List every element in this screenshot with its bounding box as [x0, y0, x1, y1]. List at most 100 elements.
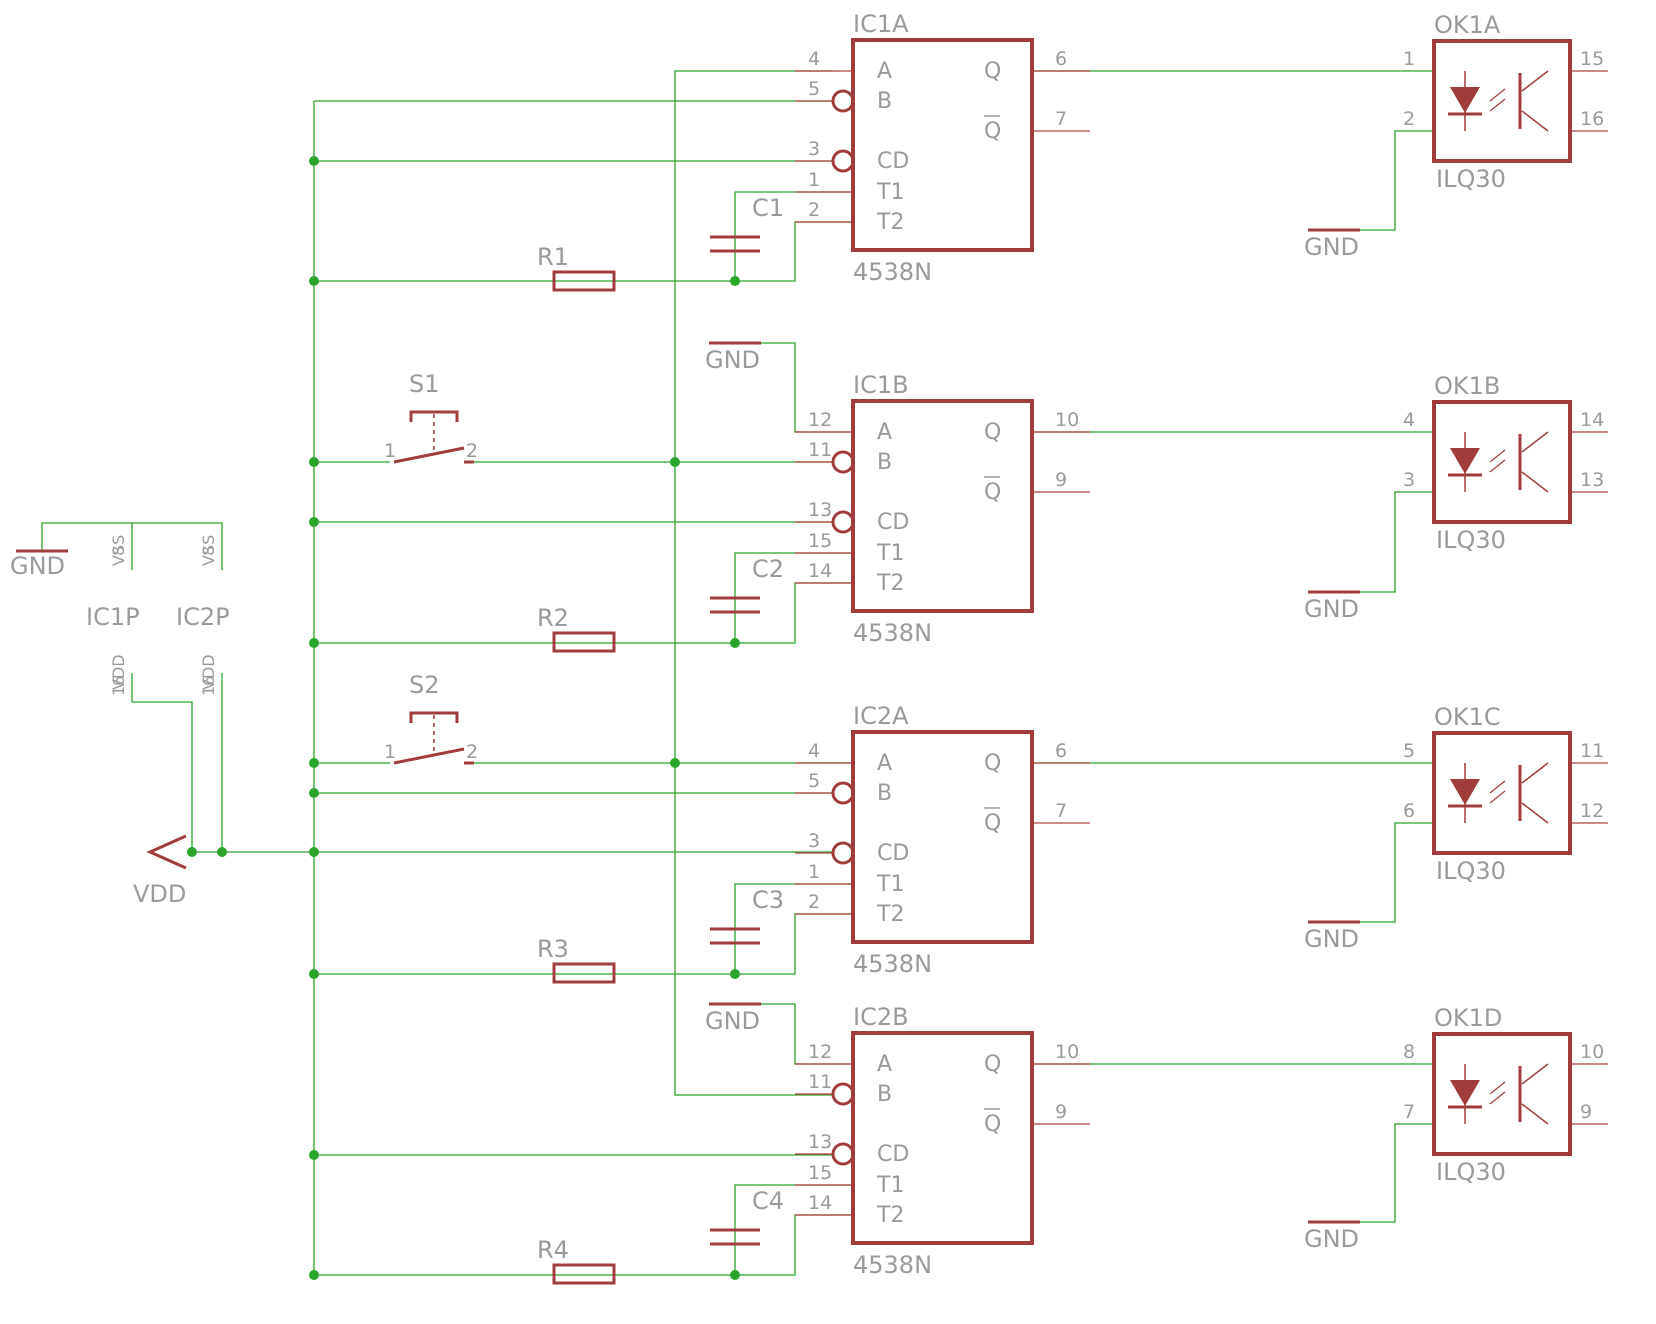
- transistor-emitter: [1521, 110, 1549, 132]
- pin-label-cd: CD: [877, 149, 909, 174]
- resistor-label: R1: [537, 243, 569, 271]
- capacitor-label: C3: [752, 886, 784, 914]
- pin-label-cd: CD: [877, 510, 909, 535]
- gnd-label: GND: [10, 552, 65, 580]
- gnd-symbol: GND: [1304, 920, 1360, 953]
- ic-value: 4538N: [853, 258, 932, 286]
- transistor-emitter: [1521, 802, 1549, 824]
- pin-number-t1: 1: [808, 861, 820, 883]
- ic-name: IC2B: [853, 1003, 909, 1031]
- led-icon: [1450, 448, 1480, 474]
- pin-label-t2: T2: [876, 571, 904, 596]
- capacitor-label: C1: [752, 194, 784, 222]
- led-icon: [1450, 779, 1480, 805]
- pin-label-t1: T1: [876, 1173, 904, 1198]
- pin-label-b: B: [877, 89, 892, 114]
- gnd-symbol: GND: [705, 341, 761, 374]
- resistor-body: [552, 962, 616, 984]
- capacitor-label: C4: [752, 1187, 784, 1215]
- pin-label-qn: Q: [984, 119, 1001, 144]
- ic-name: IC1A: [853, 10, 909, 38]
- pin-number-t2: 14: [808, 560, 832, 582]
- switch-actuator: [409, 410, 459, 422]
- pin-number-b: 11: [808, 1071, 832, 1093]
- ic-name: IC1B: [853, 371, 909, 399]
- light-arrow: [1489, 459, 1506, 473]
- pin-label-b: B: [877, 1082, 892, 1107]
- opto-name: OK1D: [1434, 1004, 1502, 1032]
- part-name: IC2P: [176, 603, 230, 631]
- pin-label-qn: Q: [984, 1112, 1001, 1137]
- pin-name: VDD: [109, 654, 128, 690]
- switch-label: S2: [409, 671, 440, 699]
- pin-number-qn: 7: [1055, 800, 1067, 822]
- inversion-bubble: [831, 510, 855, 534]
- gnd-label: GND: [705, 346, 760, 374]
- pin-number-a: 12: [808, 409, 832, 431]
- resistor-label: R3: [537, 935, 569, 963]
- pin-label-t1: T1: [876, 541, 904, 566]
- pin-number-q: 10: [1055, 1041, 1079, 1063]
- vdd-label: VDD: [133, 880, 186, 908]
- opto-value: ILQ30: [1436, 165, 1506, 193]
- pin-number-t2: 2: [808, 199, 820, 221]
- pin-label-q: Q: [984, 751, 1001, 776]
- gnd-symbol: GND: [10, 549, 68, 580]
- light-arrow: [1489, 1091, 1506, 1105]
- resistor-label: R4: [537, 1236, 569, 1264]
- opto-body: [1432, 400, 1572, 524]
- inversion-bubble: [831, 841, 855, 865]
- pin-label-a: A: [877, 420, 892, 445]
- vdd-symbol: VDD: [133, 834, 187, 908]
- switch-label: S1: [409, 370, 440, 398]
- junction-dots: [187, 156, 740, 1280]
- gnd-symbol: GND: [1304, 1220, 1360, 1253]
- pin-number-q: 6: [1055, 48, 1067, 70]
- switch-pin1: 1: [384, 440, 396, 462]
- ic-value: 4538N: [853, 950, 932, 978]
- opto-name: OK1A: [1434, 11, 1501, 39]
- pin-name: VDD: [199, 654, 218, 690]
- pin-label-qn: Q: [984, 480, 1001, 505]
- pin-number-collector: 14: [1580, 409, 1604, 431]
- resistor-r1: R1: [537, 243, 616, 292]
- pin-label-q: Q: [984, 1052, 1001, 1077]
- pin-number-cd: 3: [808, 138, 820, 160]
- pin-label-t2: T2: [876, 1203, 904, 1228]
- pin-number-cathode: 2: [1403, 108, 1415, 130]
- inversion-bubble: [831, 1082, 855, 1106]
- resistor-r4: R4: [537, 1236, 616, 1285]
- pin-number-qn: 9: [1055, 1101, 1067, 1123]
- transistor-collector: [1521, 1063, 1549, 1085]
- opto-body: [1432, 39, 1572, 163]
- pin-label-t1: T1: [876, 872, 904, 897]
- transistor-collector: [1521, 762, 1549, 784]
- resistor-body: [552, 1263, 616, 1285]
- capacitor-c2: C2: [710, 555, 784, 614]
- pin-name: VSS: [199, 535, 218, 566]
- capacitor-c3: C3: [710, 886, 784, 945]
- opto-body: [1432, 1032, 1572, 1156]
- ic-body: [851, 730, 1034, 944]
- pin-label-qn: Q: [984, 811, 1001, 836]
- pin-number-a: 4: [808, 48, 820, 70]
- pin-number-a: 4: [808, 740, 820, 762]
- pin-number-anode: 4: [1403, 409, 1415, 431]
- pin-number-b: 11: [808, 439, 832, 461]
- pin-number-emitter: 13: [1580, 469, 1604, 491]
- pin-number-b: 5: [808, 78, 820, 100]
- light-arrow: [1489, 449, 1506, 463]
- ic-body: [851, 38, 1034, 252]
- inversion-bubble: [831, 149, 855, 173]
- pin-number-emitter: 12: [1580, 800, 1604, 822]
- gnd-label: GND: [1304, 925, 1359, 953]
- gnd-symbol: GND: [705, 1002, 761, 1035]
- pin-number-qn: 7: [1055, 108, 1067, 130]
